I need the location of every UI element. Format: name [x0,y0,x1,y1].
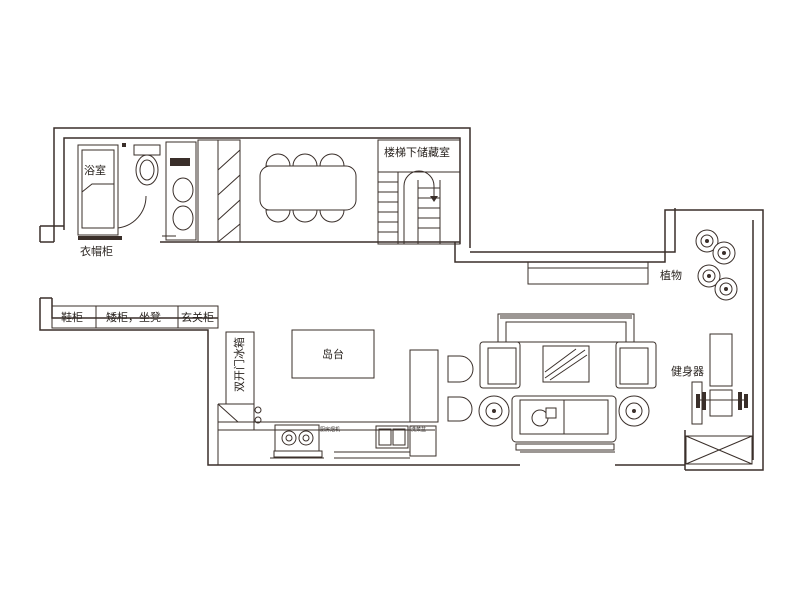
dining-chairs [265,153,345,223]
fridge [217,331,262,430]
toilet-tank [133,144,161,156]
label-double-door-fridge: 双开门冰箱 [232,337,246,392]
bathroom [77,141,197,241]
label-island: 岛台 [322,347,344,361]
toilet-icon [135,154,159,186]
fitness-equipment [685,333,753,465]
dining-table [259,153,357,223]
sink-icon-2 [172,205,194,231]
entry-cabinets [51,305,219,329]
label-plants: 植物 [660,268,682,282]
label-shoe-cabinet: 鞋柜 [61,310,83,324]
label-bathroom: 浴室 [84,163,106,177]
storage-cabinet [197,139,241,243]
label-range-hood: 厨房烟机 [320,426,340,433]
label-entry-cabinet: 玄关柜 [181,310,214,324]
label-wardrobe: 衣帽柜 [80,244,113,258]
label-under-stair-storage: 楼梯下储藏室 [384,145,450,159]
label-sink: 洗菜盆 [411,426,426,433]
label-low-cabinet-stool: 矮柜，坐凳 [106,310,161,324]
label-fitness-equipment: 健身器 [671,364,704,378]
window [527,261,649,285]
kitchen-counter [217,404,437,465]
living-room [478,313,657,453]
plants [695,229,738,301]
island-table [291,329,375,379]
bar-counter [409,349,474,423]
sink-icon [172,177,194,203]
staircase [377,139,461,245]
